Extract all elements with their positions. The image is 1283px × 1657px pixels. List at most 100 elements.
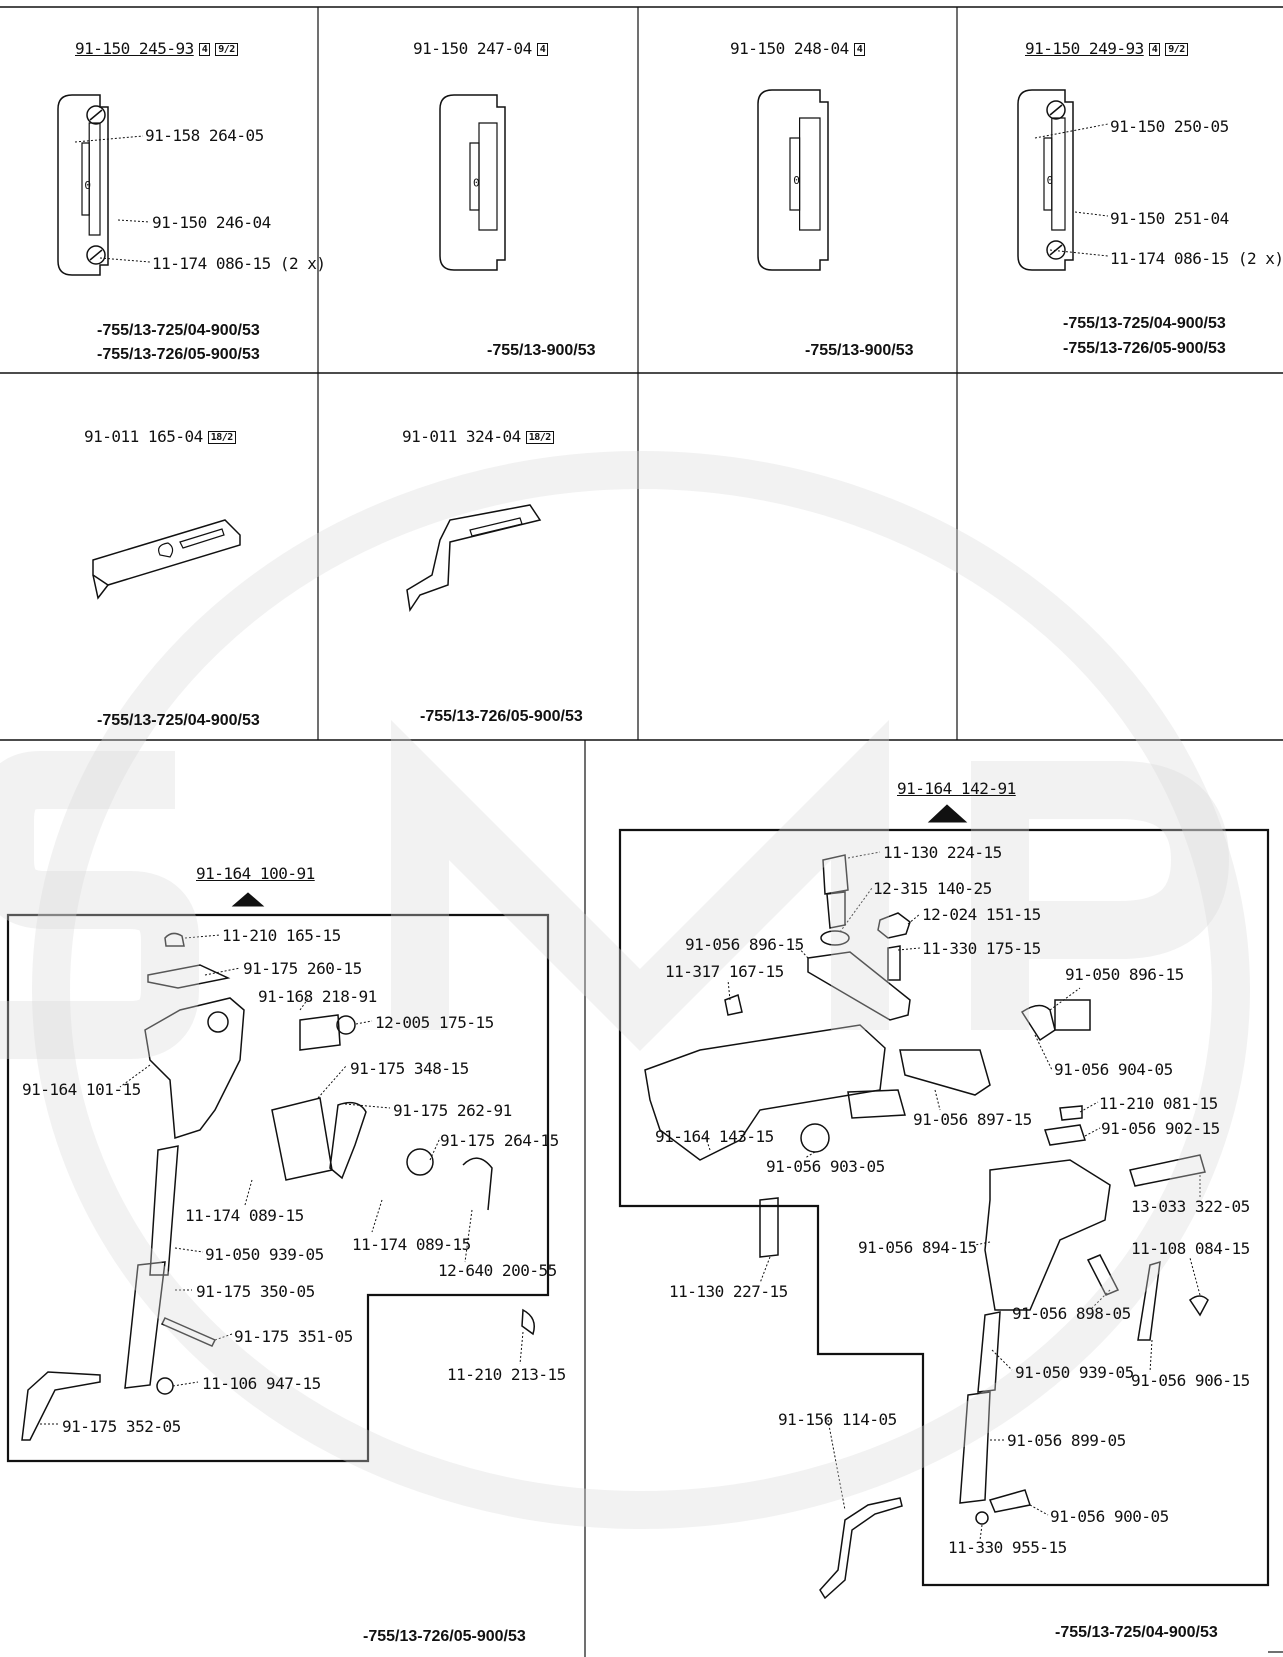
part-label: 91-056 903-05 — [766, 1157, 885, 1176]
leader-line — [1084, 1127, 1101, 1137]
part-label: 11-174 089-15 — [352, 1235, 471, 1254]
lever-part — [329, 1101, 367, 1180]
assembly-frame-right — [618, 828, 1270, 1587]
leader-line — [1034, 1034, 1053, 1071]
leader-line — [1089, 1289, 1111, 1311]
needle-slot — [789, 137, 801, 211]
screw-icon — [86, 105, 106, 125]
lever-part — [899, 1049, 991, 1096]
part-label: 12-005 175-15 — [375, 1013, 494, 1032]
screw-slot — [1049, 244, 1063, 256]
screw-icon — [1059, 1105, 1083, 1121]
leader-line — [371, 1199, 383, 1233]
screw-icon — [164, 932, 185, 947]
hinge-part — [847, 1089, 906, 1119]
part-label: 11-210 165-15 — [222, 926, 341, 945]
model-code: -755/13-725/04-900/53 — [1055, 1624, 1218, 1641]
retaining-ring — [462, 1157, 493, 1211]
part-label: 91-056 902-15 — [1101, 1119, 1220, 1138]
badge-4: 4 — [198, 43, 211, 56]
part-label: 13-033 322-05 — [1131, 1197, 1250, 1216]
assembly-frame-left — [6, 913, 550, 1463]
shaft-part — [124, 1261, 166, 1389]
part-label: 91-056 900-05 — [1050, 1507, 1169, 1526]
strip-part — [1137, 1260, 1161, 1341]
model-code: -755/13-726/05-900/53 — [1063, 340, 1226, 357]
pin-part — [988, 1489, 1031, 1513]
leader-line — [704, 1134, 711, 1151]
leader-line — [839, 887, 873, 933]
model-code: -755/13-726/05-900/53 — [420, 708, 583, 725]
spring-part — [299, 1014, 341, 1051]
badge-9-2: 9/2 — [215, 43, 238, 56]
needle-hole-mark: 0 — [793, 174, 800, 187]
part-label: 11-108 084-15 — [1131, 1239, 1250, 1258]
set-screw — [887, 945, 901, 981]
header-arrow-icon — [231, 892, 265, 907]
leader-line — [184, 934, 221, 939]
spring-part — [149, 1145, 179, 1276]
model-code: -755/13-900/53 — [805, 342, 914, 359]
cap-screw — [822, 854, 849, 895]
part-label: 91-175 262-91 — [393, 1101, 512, 1120]
feed-slot — [1051, 117, 1066, 231]
washer-icon — [820, 930, 850, 946]
set-screw — [724, 993, 743, 1016]
leader-line — [174, 1247, 204, 1253]
bracket-part — [144, 997, 245, 1140]
cap-screw — [759, 1197, 779, 1258]
pin-part — [160, 1317, 217, 1347]
leader-line — [1029, 1504, 1049, 1516]
part-label: 91-056 898-05 — [1012, 1304, 1131, 1323]
part-label: 11-130 224-15 — [883, 843, 1002, 862]
model-code: -755/13-725/04-900/53 — [97, 712, 260, 729]
part-label: 91-175 264-15 — [440, 1131, 559, 1150]
nut-icon — [336, 1015, 356, 1035]
screw-icon — [86, 245, 106, 265]
leader-line — [204, 967, 241, 976]
part-label: 12-315 140-25 — [873, 879, 992, 898]
leader-line — [299, 995, 311, 1011]
leader-line — [1074, 211, 1109, 217]
part-label: 91-175 348-15 — [350, 1059, 469, 1078]
throat-plate-247 — [439, 94, 506, 271]
shaft-part — [959, 1391, 991, 1504]
leader-line — [727, 979, 731, 1001]
presser-foot-tip — [92, 574, 109, 600]
part-label: 91-175 352-05 — [62, 1417, 181, 1436]
leader-line — [794, 943, 809, 959]
part-label: 11-330 175-15 — [922, 939, 1041, 958]
leader-line — [1079, 1101, 1099, 1113]
feed-slot — [478, 122, 498, 231]
leader-line — [519, 1331, 524, 1365]
callout-label: 91-158 264-05 — [145, 126, 264, 145]
rod-part — [21, 1371, 101, 1441]
screw-icon — [1046, 100, 1066, 120]
screw-slot — [1049, 104, 1063, 116]
part-label: 91-175 260-15 — [243, 959, 362, 978]
badge-4: 4 — [1148, 43, 1161, 56]
leader-line — [827, 1419, 846, 1511]
throat-plate-249 — [1017, 89, 1074, 271]
plate-part — [271, 1097, 333, 1181]
badge-18-2: 18/2 — [207, 431, 236, 444]
leader-line — [759, 1256, 771, 1284]
leader-line — [117, 219, 151, 223]
spring-icon — [800, 1123, 830, 1153]
foot-slot — [469, 517, 523, 537]
model-code: -755/13-900/53 — [487, 342, 596, 359]
spring-part — [977, 1311, 1001, 1393]
leader-line — [244, 1179, 253, 1206]
part-label: 91-050 896-15 — [1065, 965, 1184, 984]
screw-icon — [521, 1308, 535, 1336]
cam-part — [1044, 1124, 1086, 1146]
plate-part — [147, 964, 231, 989]
leader-line — [1049, 987, 1081, 1011]
part-label: 91-175 350-05 — [196, 1282, 315, 1301]
screw-icon — [156, 1377, 174, 1395]
needle-hole-mark: 0 — [1047, 174, 1054, 187]
